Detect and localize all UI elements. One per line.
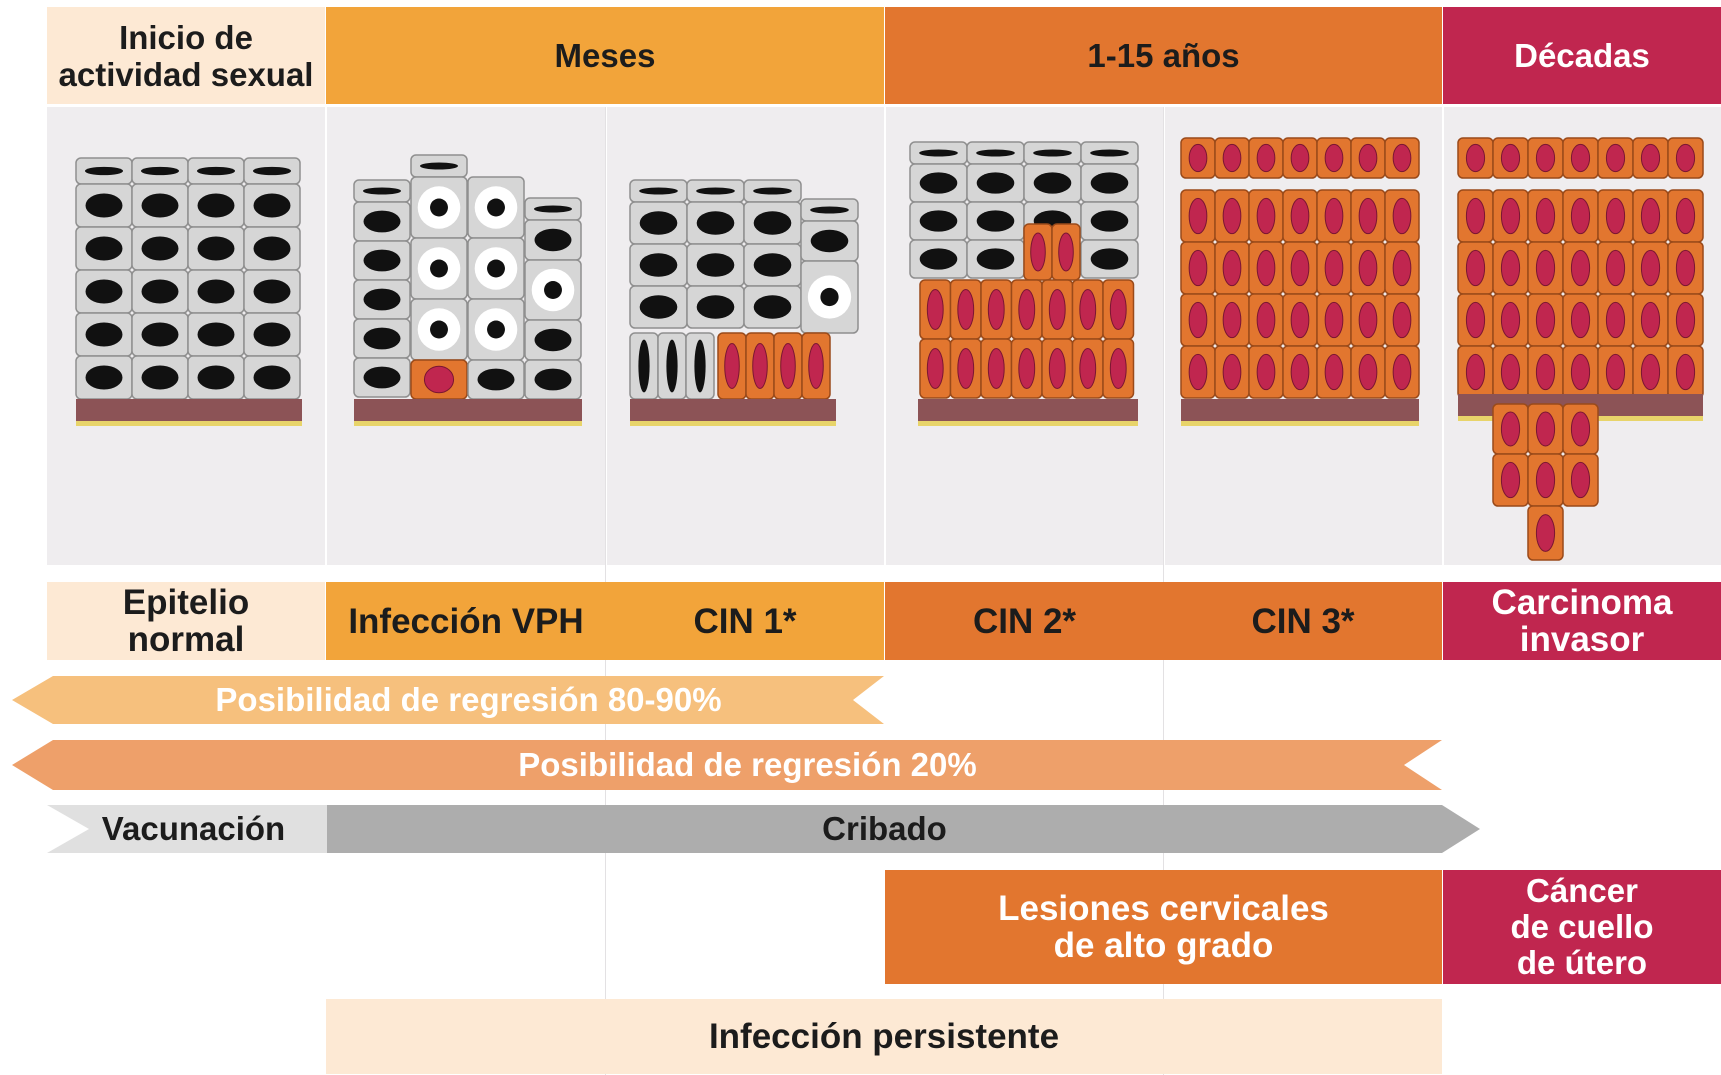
label-cin1: CIN 1* [606, 582, 884, 660]
screening-arrow [327, 805, 1480, 853]
vaccination-label: Vacunación [101, 810, 286, 847]
epithelium-cell-diagram-icon [75, 137, 1704, 561]
label-normal-epithelium: Epitelio normal [47, 582, 325, 660]
cervical-cancer-box: Cáncer de cuello de útero [1443, 870, 1721, 984]
persistent-infection-box: Infección persistente [326, 999, 1442, 1074]
header-years: 1-15 años [885, 7, 1442, 104]
regression-high-arrow [12, 676, 884, 724]
regression-low-label: Posibilidad de regresión 20% [518, 746, 977, 783]
high-grade-lesions-box: Lesiones cervicales de alto grado [885, 870, 1442, 984]
vaccination-arrow [47, 805, 327, 853]
label-invasive-carcinoma: Carcinoma invasor [1443, 582, 1721, 660]
label-cin2: CIN 2* [885, 582, 1164, 660]
header-months: Meses [326, 7, 884, 104]
label-hpv-infection: Infección VPH [326, 582, 606, 660]
regression-high-label: Posibilidad de regresión 80-90% [215, 681, 722, 718]
header-sexual-onset: Inicio de actividad sexual [47, 7, 325, 104]
header-decades: Décadas [1443, 7, 1721, 104]
regression-low-arrow [12, 740, 1442, 790]
label-cin3: CIN 3* [1164, 582, 1442, 660]
screening-label: Cribado [822, 810, 947, 847]
